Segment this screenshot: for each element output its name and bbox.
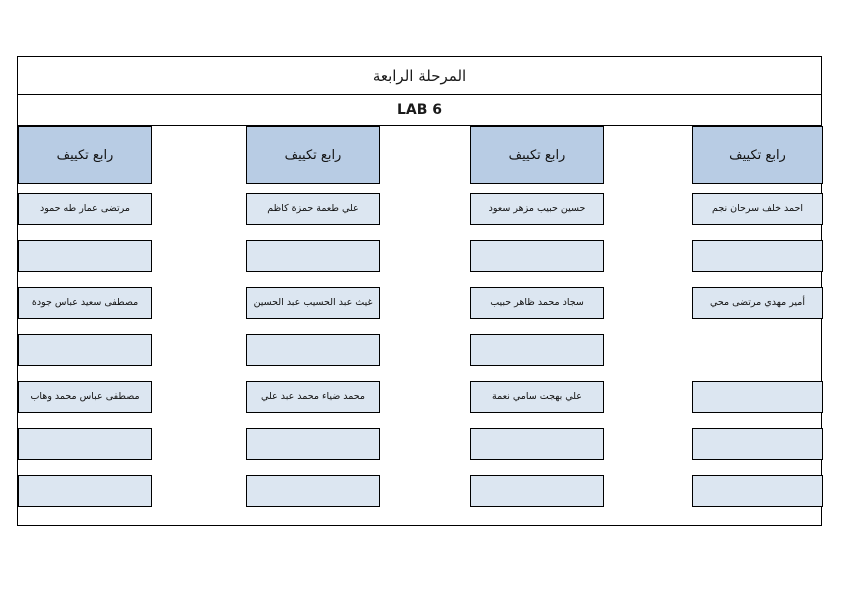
student-name-text: حسين حبيب مزهر سعود: [488, 202, 586, 214]
student-name-cell[interactable]: مرتضى عمار طه حمود: [18, 193, 152, 225]
column-header-label: رابع تكييف: [729, 147, 786, 163]
student-name-cell[interactable]: [470, 428, 604, 460]
student-name-text: مصطفى عباس محمد وهاب: [30, 390, 140, 402]
student-name-cell[interactable]: [692, 428, 823, 460]
student-name-cell[interactable]: [18, 240, 152, 272]
student-name-text: علي طعمة حمزة كاظم: [267, 202, 359, 214]
student-name-text: أمير مهدي مرتضى محي: [709, 296, 806, 308]
column-header-label: رابع تكييف: [284, 147, 342, 163]
student-name-cell[interactable]: [18, 475, 152, 507]
student-name-cell[interactable]: [470, 334, 604, 366]
student-name-cell[interactable]: علي طعمة حمزة كاظم: [246, 193, 380, 225]
roster-column-3: رابع تكييف حسين حبيب مزهر سعود سجاد محمد ظ…: [470, 126, 604, 522]
student-name-cell[interactable]: علي بهجت سامي نعمة: [470, 381, 604, 413]
student-name-cell[interactable]: حسين حبيب مزهر سعود: [470, 193, 604, 225]
student-name-cell[interactable]: غيث عبد الحسيب عبد الحسين: [246, 287, 380, 319]
column-header-label: رابع تكييف: [56, 147, 114, 163]
empty-slot: [692, 334, 823, 366]
student-name-text: علي بهجت سامي نعمة: [492, 390, 582, 402]
student-name-cell[interactable]: [18, 428, 152, 460]
student-name-cell[interactable]: مصطفى عباس محمد وهاب: [18, 381, 152, 413]
student-name-cell[interactable]: [246, 334, 380, 366]
column-header-label: رابع تكييف: [508, 147, 566, 163]
sheet-title-row: المرحلة الرابعة: [18, 57, 821, 95]
student-name-cell[interactable]: أمير مهدي مرتضى محي: [692, 287, 823, 319]
column-header-4[interactable]: رابع تكييف: [692, 126, 823, 184]
column-header-3[interactable]: رابع تكييف: [470, 126, 604, 184]
column-header-2[interactable]: رابع تكييف: [246, 126, 380, 184]
student-name-cell[interactable]: [470, 475, 604, 507]
roster-column-1: رابع تكييف مرتضى عمار طه حمود مصطفى سعيد ع…: [18, 126, 152, 522]
page-title: المرحلة الرابعة: [372, 66, 467, 85]
sheet-subtitle-row: LAB 6: [18, 95, 821, 126]
student-name-cell[interactable]: سجاد محمد ظاهر حبيب: [470, 287, 604, 319]
student-name-text: محمد ضياء محمد عبد علي: [260, 390, 366, 402]
roster-grid: رابع تكييف مرتضى عمار طه حمود مصطفى سعيد ع…: [18, 126, 823, 527]
roster-column-4: رابع تكييف احمد خلف سرحان نجم أمير مهدي مر…: [692, 126, 823, 522]
student-name-cell[interactable]: [18, 334, 152, 366]
student-name-cell[interactable]: [246, 475, 380, 507]
student-name-text: مرتضى عمار طه حمود: [40, 202, 130, 214]
student-name-text: احمد خلف سرحان نجم: [712, 202, 803, 214]
student-name-text: غيث عبد الحسيب عبد الحسين: [253, 296, 373, 308]
student-name-cell[interactable]: [470, 240, 604, 272]
student-name-text: سجاد محمد ظاهر حبيب: [490, 296, 584, 308]
student-name-text: مصطفى سعيد عباس جودة: [31, 296, 139, 308]
column-header-1[interactable]: رابع تكييف: [18, 126, 152, 184]
student-name-cell[interactable]: [692, 240, 823, 272]
student-name-cell[interactable]: مصطفى سعيد عباس جودة: [18, 287, 152, 319]
student-name-cell[interactable]: [246, 428, 380, 460]
student-roster-sheet: المرحلة الرابعة LAB 6 رابع تكييف مرتضى عم…: [17, 56, 823, 527]
student-name-cell[interactable]: [246, 240, 380, 272]
student-name-cell[interactable]: [692, 475, 823, 507]
student-name-cell[interactable]: محمد ضياء محمد عبد علي: [246, 381, 380, 413]
student-name-cell[interactable]: احمد خلف سرحان نجم: [692, 193, 823, 225]
lab-label: LAB 6: [396, 102, 443, 118]
student-name-cell[interactable]: [692, 381, 823, 413]
roster-column-2: رابع تكييف علي طعمة حمزة كاظم غيث عبد الحس…: [246, 126, 380, 522]
